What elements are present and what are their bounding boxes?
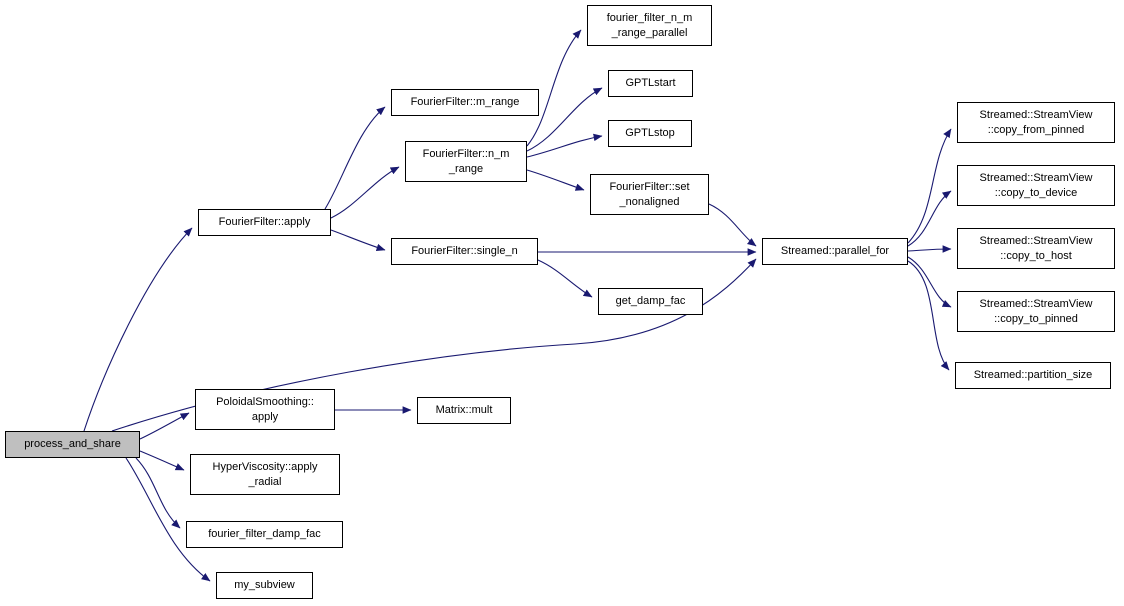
edge-process_and_share-hyperviscosity_apply_radial [139,450,185,471]
node-streamview-copy-to-host[interactable]: Streamed::StreamView ::copy_to_host [957,228,1115,269]
node-fourierfilter-m-range[interactable]: FourierFilter::m_range [391,89,539,116]
node-gptlstart[interactable]: GPTLstart [608,70,693,97]
edge-fourier_filter_set_nonaligned-streamed_parallel_for [708,203,757,247]
node-process-and-share[interactable]: process_and_share [5,431,140,458]
edge-streamed_parallel_for-copy_from_pinned [907,128,952,244]
edge-fourier_filter_n_m_range-gptl_stop [526,133,603,158]
node-streamview-copy-from-pinned[interactable]: Streamed::StreamView ::copy_from_pinned [957,102,1115,143]
node-streamed-partition-size[interactable]: Streamed::partition_size [955,362,1111,389]
node-fourierfilter-apply[interactable]: FourierFilter::apply [198,209,331,236]
edge-streamed_parallel_for-copy_to_device [907,190,952,247]
node-fourierfilter-n-m-range[interactable]: FourierFilter::n_m _range [405,141,527,182]
edge-streamed_parallel_for-partition_size [907,260,950,371]
node-streamview-copy-to-device[interactable]: Streamed::StreamView ::copy_to_device [957,165,1115,206]
node-poloidalsmoothing-apply[interactable]: PoloidalSmoothing:: apply [195,389,335,430]
edge-process_and_share-fourier_filter_damp_fac [135,457,181,529]
edge-fourier_filter_n_m_range-fourier_filter_set_nonaligned [526,169,585,191]
node-fourierfilter-single-n[interactable]: FourierFilter::single_n [391,238,538,265]
node-my-subview[interactable]: my_subview [216,572,313,599]
node-streamed-parallel-for[interactable]: Streamed::parallel_for [762,238,908,265]
edge-process_and_share-my_subview [125,457,211,582]
node-fourier-filter-n-m-range-parallel[interactable]: fourier_filter_n_m _range_parallel [587,5,712,46]
edge-fourier_filter_n_m_range-gptl_start [526,87,603,152]
node-hyperviscosity-apply-radial[interactable]: HyperViscosity::apply _radial [190,454,340,495]
edge-fourier_filter_apply-fourier_filter_n_m_range [330,166,400,219]
edge-streamed_parallel_for-copy_to_host [907,245,952,253]
edge-fourier_filter_apply-fourier_filter_m_range [324,106,386,210]
node-matrix-mult[interactable]: Matrix::mult [417,397,511,424]
node-get-damp-fac[interactable]: get_damp_fac [598,288,703,315]
node-gptlstop[interactable]: GPTLstop [608,120,692,147]
edge-fourier_filter_n_m_range-fourier_filter_n_m_range_parallel [526,29,582,147]
node-fourierfilter-set-nonaligned[interactable]: FourierFilter::set _nonaligned [590,174,709,215]
node-streamview-copy-to-pinned[interactable]: Streamed::StreamView ::copy_to_pinned [957,291,1115,332]
edge-fourier_filter_single_n-get_damp_fac [537,259,593,298]
edge-process_and_share-poloidal_smoothing_apply [139,412,190,440]
node-fourier-filter-damp-fac[interactable]: fourier_filter_damp_fac [186,521,343,548]
edge-fourier_filter_apply-fourier_filter_single_n [330,229,386,252]
edge-process_and_share-fourier_filter_apply [83,227,193,432]
edge-streamed_parallel_for-copy_to_pinned [907,256,952,308]
